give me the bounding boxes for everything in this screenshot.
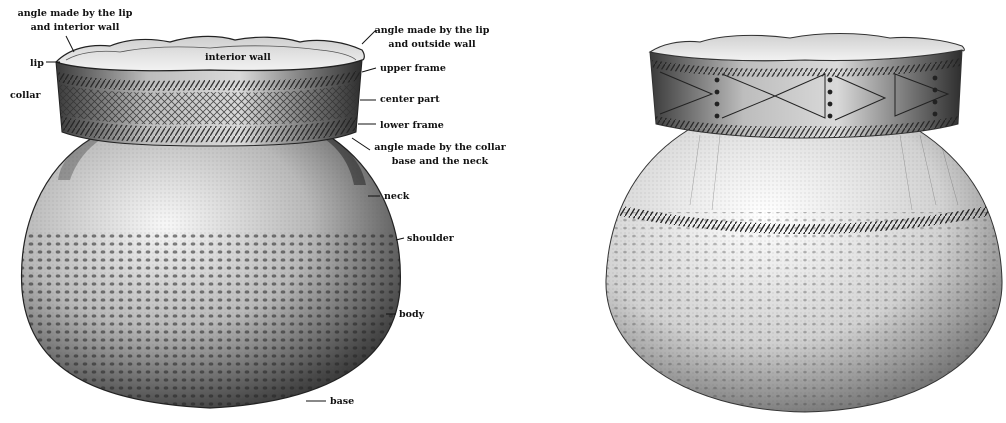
label-neck: neck [384,191,410,202]
annotated-pot [0,36,420,422]
label-lip: lip [30,58,44,69]
label-collar: collar [10,90,41,101]
label-interior-wall: interior wall [205,52,271,63]
label-collar-neck-angle-line1: angle made by the collar [374,142,506,153]
label-body: body [399,309,425,320]
second-pot-mouth [650,34,964,61]
body-dot-texture [0,232,420,422]
label-lip-interior-angle-line2: and interior wall [31,22,120,33]
label-shoulder: shoulder [407,233,455,244]
label-lower-frame: lower frame [380,120,444,131]
label-base: base [330,396,354,407]
label-upper-frame: upper frame [380,63,446,74]
label-lip-outside-angle-line1: angle made by the lip [375,25,490,36]
label-collar-neck-angle-line2: base and the neck [392,156,489,167]
label-lip-interior-angle-line1: angle made by the lip [18,8,133,19]
label-lip-outside-angle-line2: and outside wall [388,39,476,50]
label-center-part: center part [380,94,440,105]
second-pot-dot-texture [600,212,1006,422]
second-pot [600,34,1006,423]
